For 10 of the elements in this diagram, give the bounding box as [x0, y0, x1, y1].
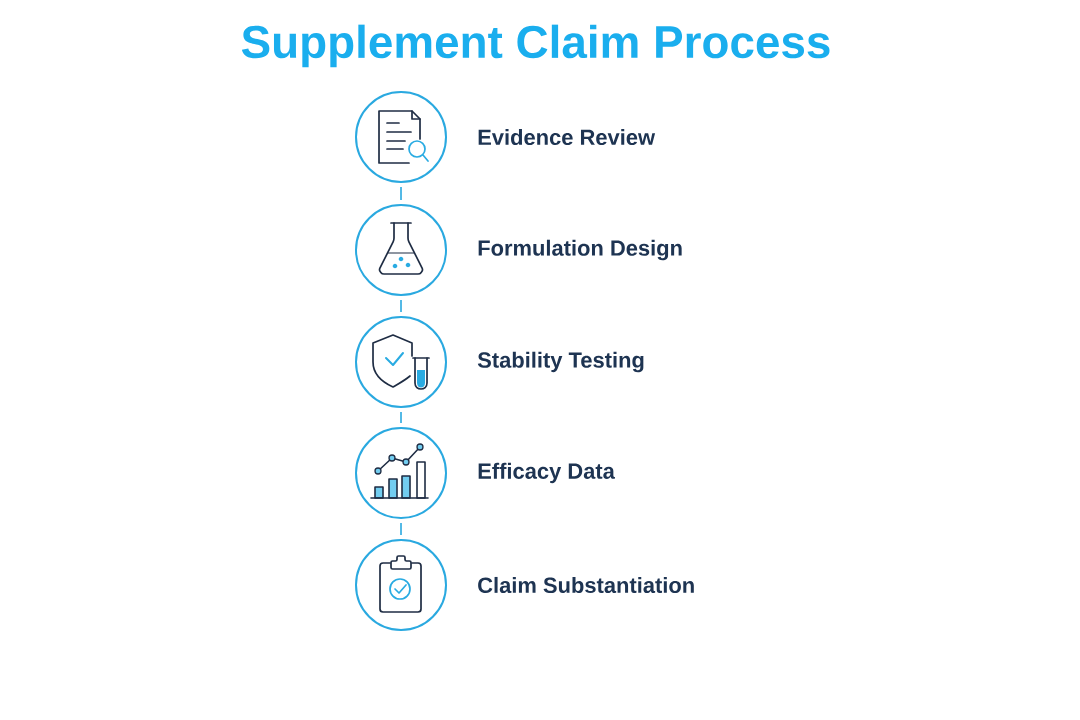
step-label: Stability Testing — [477, 351, 644, 373]
connector-line — [400, 522, 402, 536]
step-label: Formulation Design — [478, 239, 682, 261]
connector-line — [400, 299, 402, 313]
step-label: Efficacy Data — [478, 462, 615, 484]
step-label: Claim Substantiation — [478, 576, 694, 594]
title: Supplement Claim Process — [241, 24, 830, 68]
connector-line — [400, 411, 402, 424]
step-label: Evidence Review — [478, 128, 656, 146]
connector-line — [400, 186, 402, 201]
